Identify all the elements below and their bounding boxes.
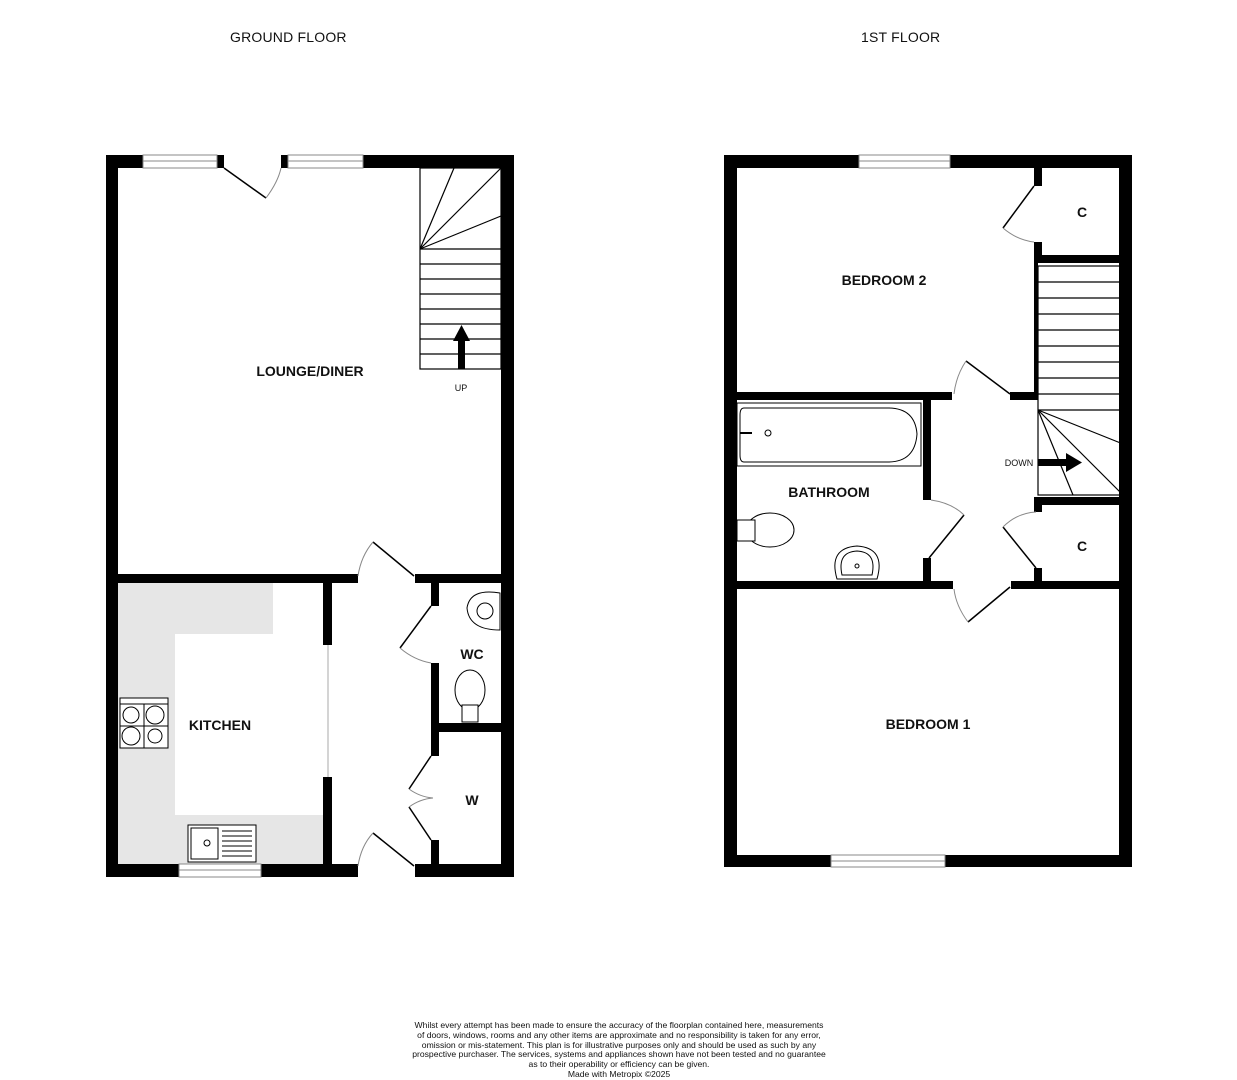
bath-icon bbox=[736, 402, 922, 467]
credit: Made with Metropix ©2025 bbox=[567, 1068, 671, 1079]
door-bathroom bbox=[928, 499, 965, 559]
door-lounge-hall bbox=[357, 541, 415, 577]
hob-icon bbox=[119, 697, 169, 749]
room-label-bedroom1: BEDROOM 1 bbox=[886, 716, 971, 732]
window-bedroom1 bbox=[830, 854, 946, 868]
disclaimer-line: omission or mis-statement. This plan is … bbox=[421, 1039, 817, 1050]
door-wardrobe bbox=[408, 755, 434, 841]
window-lounge-right bbox=[287, 154, 364, 169]
disclaimer-line: prospective purchaser. The services, sys… bbox=[412, 1049, 826, 1060]
bathroom-toilet-icon bbox=[736, 512, 795, 548]
ground-internal-walls bbox=[106, 574, 514, 864]
window-lounge-left bbox=[142, 154, 218, 169]
room-label-wardrobe: W bbox=[465, 792, 479, 808]
disclaimer: Whilst every attempt has been made to en… bbox=[395, 1020, 843, 1080]
room-label-kitchen: KITCHEN bbox=[189, 717, 251, 733]
wc-basin-icon bbox=[466, 591, 501, 631]
door-cupboard-top bbox=[1002, 185, 1035, 243]
door-lounge-garden bbox=[223, 167, 282, 199]
stairs-up-arrow-icon bbox=[453, 325, 470, 369]
room-label-lounge: LOUNGE/DINER bbox=[256, 363, 363, 379]
disclaimer-line: as to their operability or efficiency ca… bbox=[528, 1059, 710, 1070]
first-outer-walls bbox=[724, 155, 1132, 867]
room-label-bedroom2: BEDROOM 2 bbox=[842, 272, 927, 288]
window-bedroom2 bbox=[858, 154, 951, 169]
first-floor-title: 1ST FLOOR bbox=[861, 29, 941, 45]
ground-outer-walls bbox=[106, 155, 514, 877]
room-label-wc: WC bbox=[460, 646, 483, 662]
disclaimer-line: of doors, windows, rooms and any other i… bbox=[417, 1029, 821, 1040]
room-label-bathroom: BATHROOM bbox=[788, 484, 869, 500]
wc-toilet-icon bbox=[454, 669, 486, 723]
room-label-cupboard-top: C bbox=[1077, 204, 1087, 220]
kitchen-worktop bbox=[118, 582, 325, 864]
kitchen-sink-icon bbox=[187, 824, 257, 863]
door-front bbox=[357, 832, 415, 867]
door-wc bbox=[399, 605, 432, 664]
floorplan-drawing: LOUNGE/DINER KITCHEN WC W UP BEDROOM 2 B… bbox=[106, 154, 1132, 878]
door-bedroom1 bbox=[953, 586, 1011, 623]
first-internal-walls bbox=[737, 168, 1119, 589]
stairs-down-label: DOWN bbox=[1005, 458, 1034, 468]
stairs-up-label: UP bbox=[455, 383, 468, 393]
door-bedroom2 bbox=[953, 360, 1011, 395]
room-label-cupboard-bottom: C bbox=[1077, 538, 1087, 554]
stairs-down-arrow-icon bbox=[1038, 453, 1082, 472]
ground-floor-title: GROUND FLOOR bbox=[230, 29, 347, 45]
first-floor-plan bbox=[724, 154, 1132, 868]
bathroom-basin-icon bbox=[834, 545, 880, 580]
staircase-first bbox=[1037, 265, 1124, 496]
window-kitchen bbox=[178, 863, 262, 878]
disclaimer-line: Whilst every attempt has been made to en… bbox=[414, 1020, 824, 1030]
ground-floor-plan bbox=[106, 154, 514, 878]
door-cupboard-bottom bbox=[1002, 511, 1037, 569]
